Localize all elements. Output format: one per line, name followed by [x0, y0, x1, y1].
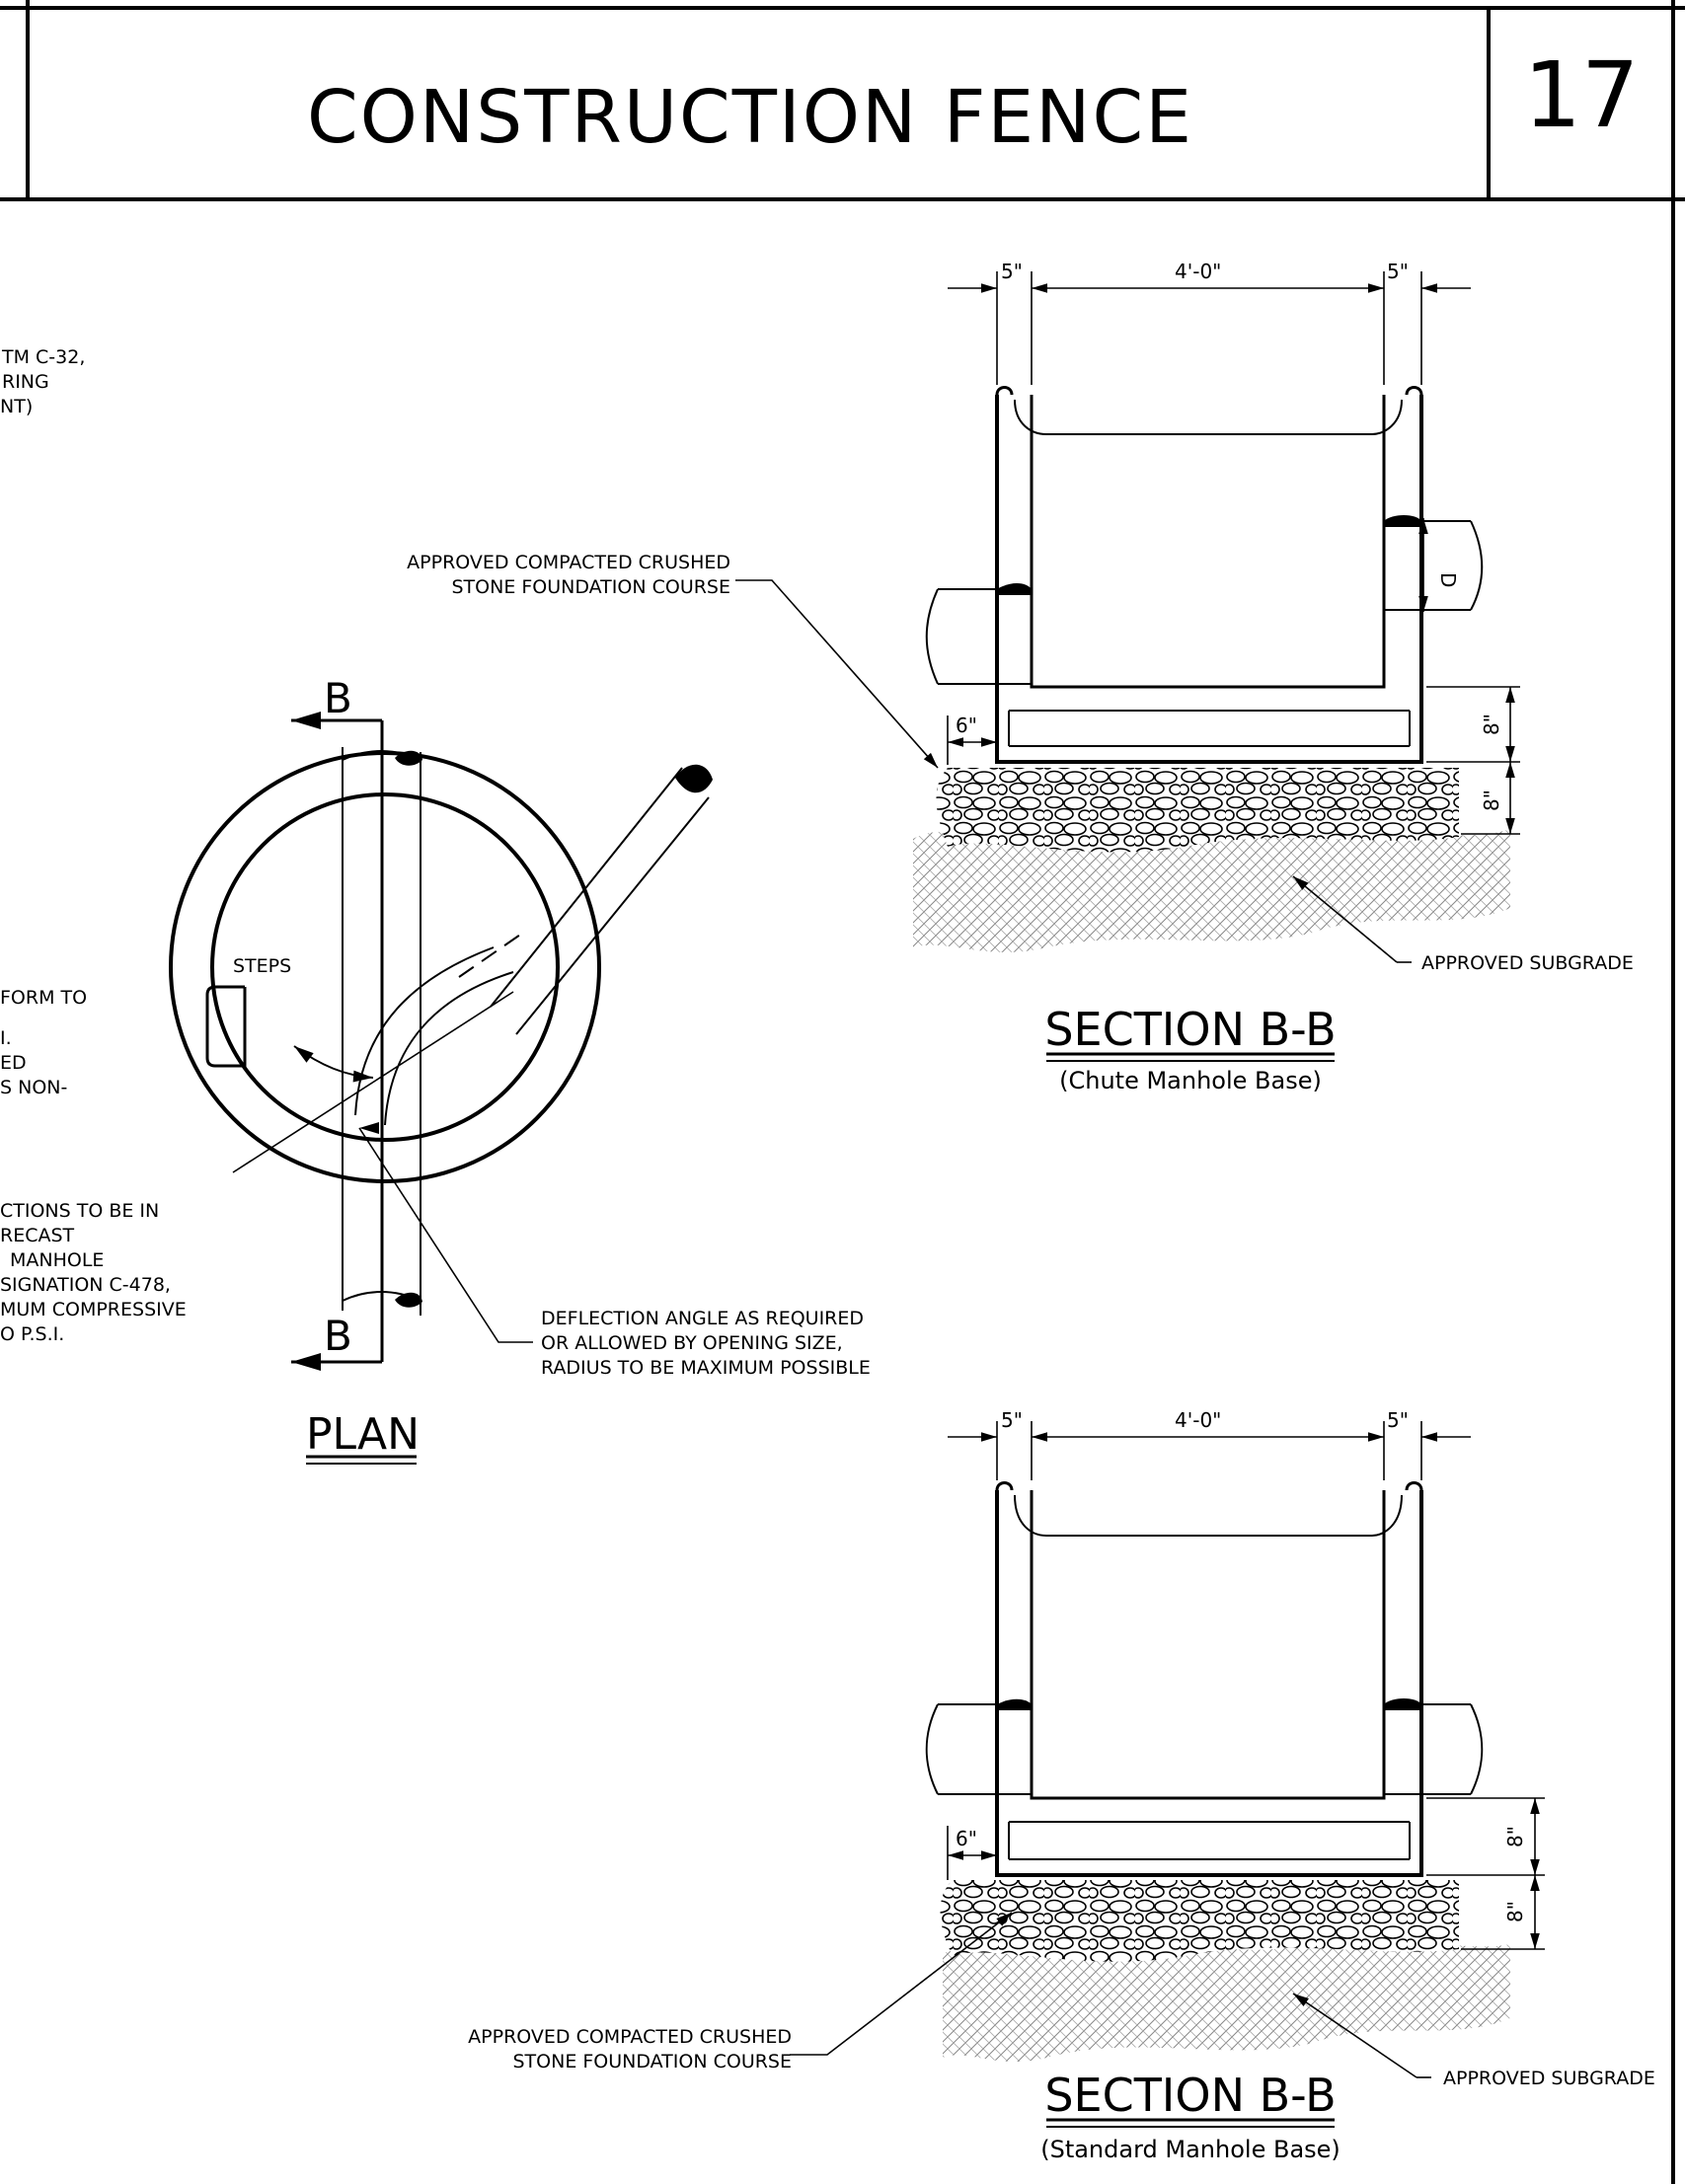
- dim-wall-left: 5": [1001, 1408, 1023, 1432]
- dim-inside: 4'-0": [1175, 260, 1221, 283]
- note-line: TM C-32,: [1, 346, 85, 368]
- note-line: I.: [0, 1027, 12, 1049]
- dim-wall-left: 5": [1001, 260, 1023, 283]
- dim-wall-right: 5": [1387, 1408, 1409, 1432]
- dim-base: 8": [1503, 1826, 1527, 1847]
- section-mark-top: B: [324, 674, 352, 722]
- plan-view: [169, 712, 713, 1371]
- label-foundation: STONE FOUNDATION COURSE: [512, 2051, 792, 2072]
- section-standard: [790, 1421, 1545, 2078]
- dim-inside: 4'-0": [1175, 1408, 1221, 1432]
- note-line: RING: [2, 371, 49, 393]
- sheet-title: CONSTRUCTION FENCE: [307, 75, 1193, 160]
- deflection-note-line: RADIUS TO BE MAXIMUM POSSIBLE: [541, 1357, 871, 1379]
- sheet-number: 17: [1523, 42, 1639, 148]
- dim-stone: 8": [1503, 1901, 1527, 1922]
- note-line: FORM TO: [0, 987, 87, 1009]
- note-line: MANHOLE: [10, 1249, 104, 1271]
- deflection-note-line: DEFLECTION ANGLE AS REQUIRED: [541, 1308, 864, 1329]
- dim-wall-right: 5": [1387, 260, 1409, 283]
- dim-projection: 6": [956, 1827, 977, 1850]
- dim-stone: 8": [1480, 790, 1503, 811]
- label-foundation: APPROVED COMPACTED CRUSHED: [407, 552, 730, 573]
- note-line: RECAST: [0, 1225, 75, 1246]
- note-line: O P.S.I.: [0, 1323, 64, 1345]
- dim-projection: 6": [956, 714, 977, 737]
- dim-pipe: D: [1436, 572, 1460, 587]
- steps-label: STEPS: [233, 955, 291, 977]
- label-foundation: STONE FOUNDATION COURSE: [451, 576, 730, 598]
- label-subgrade: APPROVED SUBGRADE: [1421, 952, 1634, 974]
- section-subtitle: (Standard Manhole Base): [1040, 2136, 1340, 2163]
- note-line: S NON-: [0, 1077, 67, 1098]
- dim-base: 8": [1480, 714, 1503, 735]
- note-line: SIGNATION C-478,: [0, 1274, 171, 1296]
- note-line: ED: [0, 1052, 27, 1074]
- section-title: SECTION B-B: [1044, 2069, 1336, 2122]
- note-line: CTIONS TO BE IN: [0, 1200, 159, 1222]
- label-subgrade: APPROVED SUBGRADE: [1443, 2068, 1655, 2089]
- notes-fragment: TM C-32, RING NT) FORM TO I. ED S NON- C…: [0, 346, 187, 1345]
- section-subtitle: (Chute Manhole Base): [1059, 1067, 1322, 1094]
- label-foundation: APPROVED COMPACTED CRUSHED: [468, 2026, 792, 2048]
- plan-title: PLAN: [306, 1409, 420, 1460]
- note-line: NT): [0, 396, 33, 417]
- section-mark-bottom: B: [324, 1312, 352, 1360]
- section-title: SECTION B-B: [1044, 1003, 1336, 1056]
- deflection-note-line: OR ALLOWED BY OPENING SIZE,: [541, 1332, 843, 1354]
- note-line: MUM COMPRESSIVE: [0, 1299, 187, 1320]
- section-chute: [735, 271, 1520, 963]
